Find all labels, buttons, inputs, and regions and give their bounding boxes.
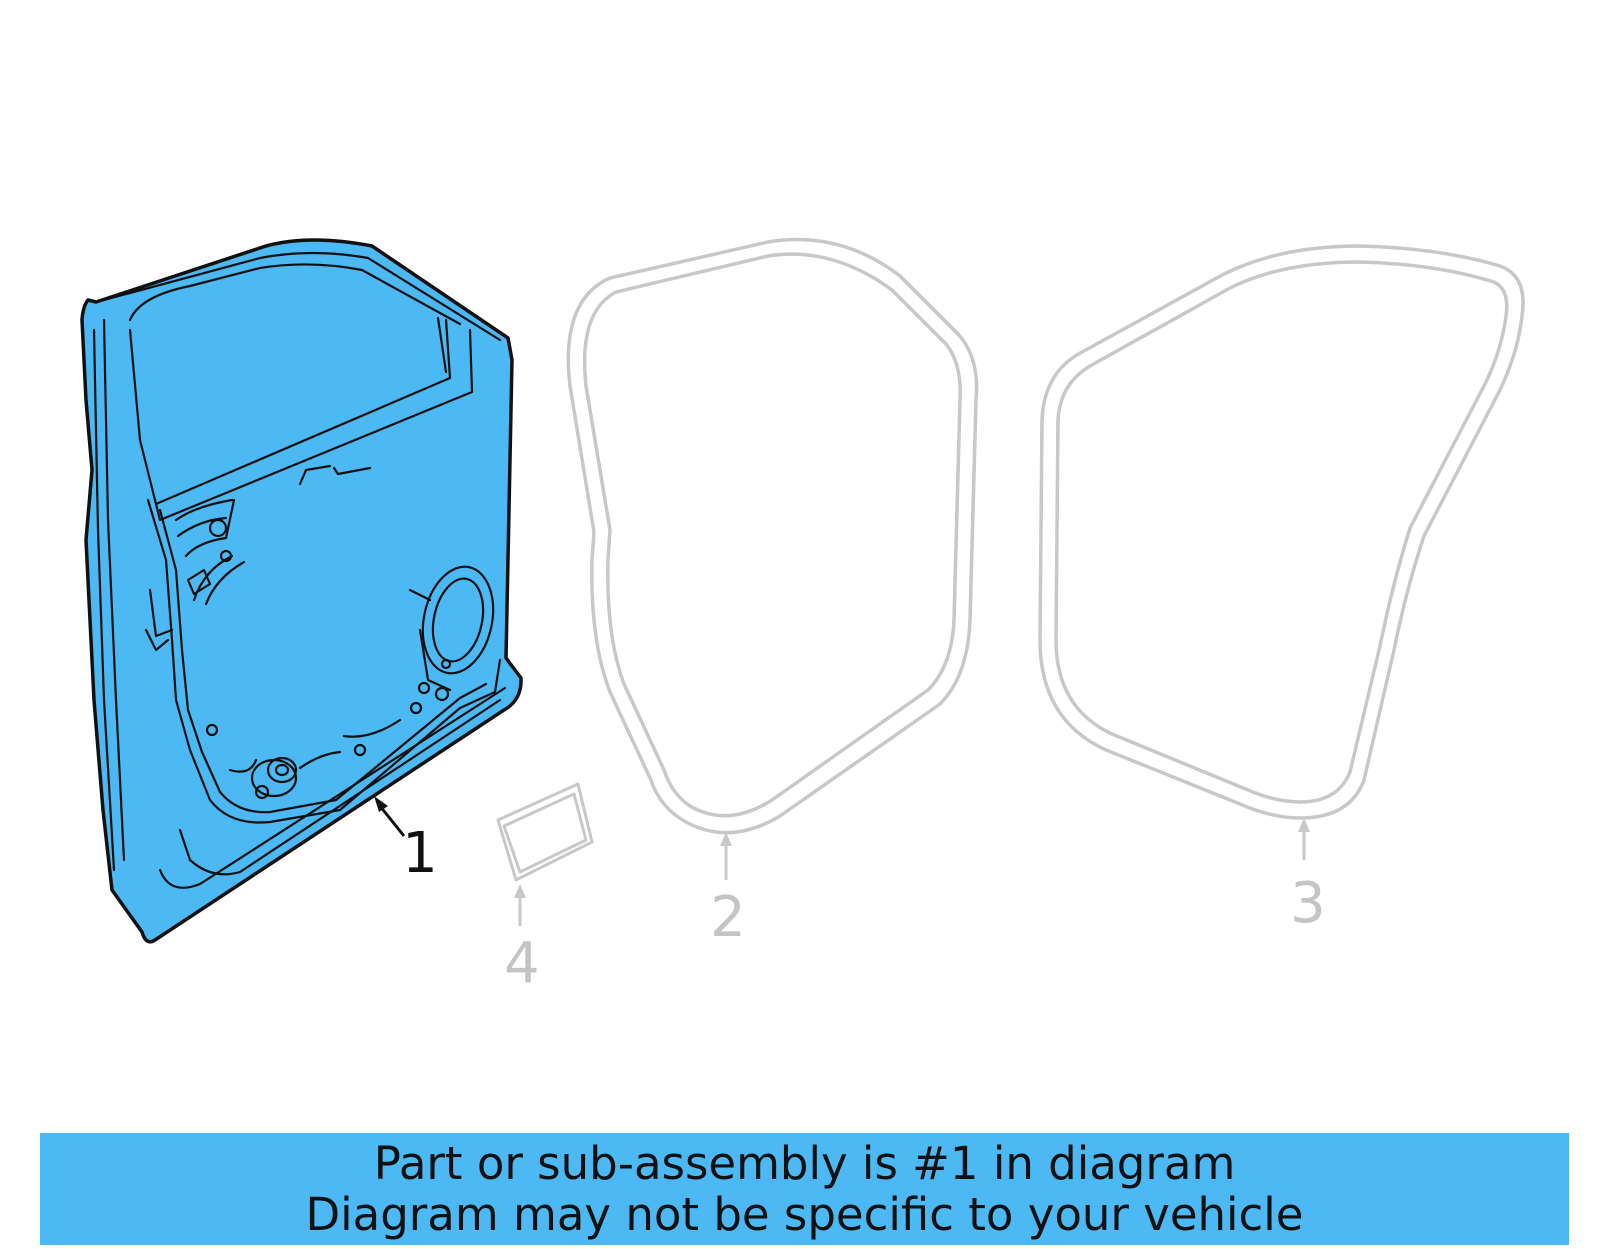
banner-line-1: Part or sub-assembly is #1 in diagram [373,1137,1236,1190]
door-shell-detail-lines [92,251,507,889]
part-1-door-shell[interactable] [80,238,523,944]
weatherstrip-2-inner [582,252,962,818]
callout-label-4: 4 [504,931,540,996]
leader-line-1 [378,805,406,837]
callout-label-2: 2 [710,885,746,950]
weatherstrip-3-outer [1038,244,1525,820]
door-shell-body [80,238,523,944]
leader-arrow-2 [720,832,732,846]
pad-4-outer [496,782,594,882]
callout-2[interactable]: 2 [710,832,746,950]
leader-arrow-3 [1298,818,1310,832]
part-2-weatherstrip[interactable] [566,237,979,835]
callout-3[interactable]: 3 [1290,818,1326,936]
part-3-weatherstrip[interactable] [1038,244,1525,820]
part-4-pad[interactable] [496,782,594,882]
pad-4-inner [502,792,588,874]
info-banner: Part or sub-assembly is #1 in diagram Di… [40,1133,1569,1245]
callout-4[interactable]: 4 [504,884,540,996]
leader-arrow-1 [374,796,388,812]
banner-line-2: Diagram may not be specific to your vehi… [305,1188,1304,1241]
callout-label-3: 3 [1290,871,1326,936]
weatherstrip-2-outer [566,237,979,835]
callout-1[interactable]: 1 [374,796,438,886]
callout-label-1: 1 [402,821,438,886]
weatherstrip-3-inner [1054,260,1509,804]
leader-arrow-4 [514,884,526,898]
